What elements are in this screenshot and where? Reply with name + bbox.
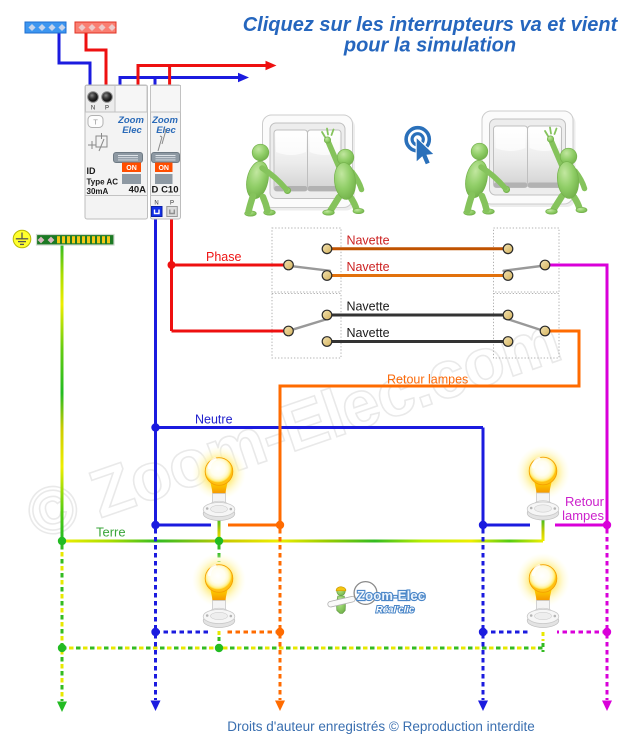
svg-text:D: D [152,185,159,196]
svg-text:Réal'clic: Réal'clic [376,605,415,616]
svg-text:lampes: lampes [562,508,604,523]
svg-text:Navette: Navette [346,326,389,340]
svg-text:Navette: Navette [346,260,389,274]
svg-text:Retour lampes: Retour lampes [387,373,468,387]
svg-text:ON: ON [126,165,137,172]
svg-text:Terre: Terre [96,525,126,540]
svg-text:Cliquez sur les interrupteurs: Cliquez sur les interrupteurs va et vien… [243,14,619,36]
svg-text:Droits d'auteur enregistrés ©: Droits d'auteur enregistrés © Reproducti… [227,719,534,734]
svg-text:Elec: Elec [122,125,142,136]
svg-text:ID: ID [87,166,97,176]
svg-text:Zoom: Zoom [151,115,178,126]
svg-text:40A: 40A [129,185,147,196]
svg-text:pour la simulation: pour la simulation [343,35,516,57]
svg-text:Navette: Navette [346,300,389,314]
svg-text:Phase: Phase [206,250,241,264]
svg-text:ON: ON [158,165,169,172]
svg-text:Type AC: Type AC [87,178,119,187]
svg-text:P: P [105,106,109,112]
svg-text:Navette: Navette [346,234,389,248]
svg-text:P: P [170,201,174,207]
svg-text:Retour: Retour [565,494,605,509]
svg-text:Neutre: Neutre [195,413,233,427]
svg-text:C10: C10 [161,185,178,196]
svg-text:Zoom: Zoom [117,115,144,126]
svg-text:N: N [91,106,95,112]
svg-text:30mA: 30mA [87,187,109,196]
svg-text:N: N [154,201,158,207]
svg-text:T: T [93,118,98,127]
svg-text:Zoom-Elec: Zoom-Elec [357,588,425,603]
